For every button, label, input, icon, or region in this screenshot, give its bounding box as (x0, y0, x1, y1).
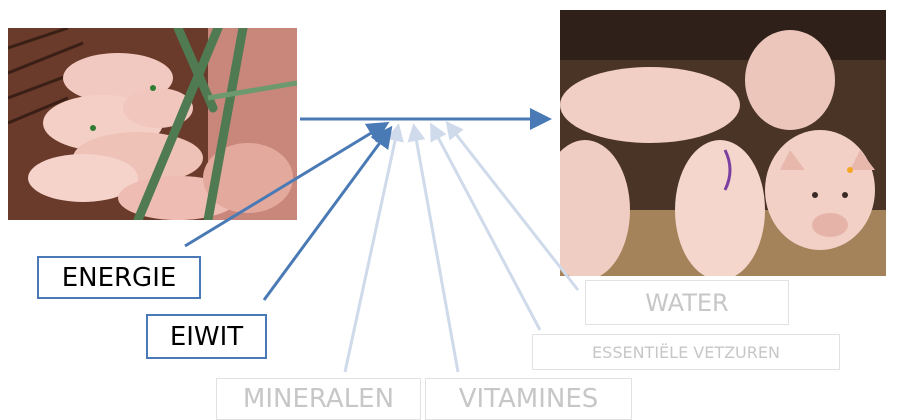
piglets-photo (8, 28, 297, 220)
essentiele-vetzuren-text: ESSENTIËLE VETZUREN (592, 343, 780, 362)
arrow-vetzuren (432, 126, 540, 330)
label-eiwit: EIWIT (146, 314, 267, 359)
pigs-photo (560, 10, 886, 276)
mineralen-text: MINERALEN (243, 384, 394, 414)
label-mineralen: MINERALEN (216, 378, 421, 420)
vitamines-text: VITAMINES (459, 384, 599, 414)
label-water: WATER (585, 280, 789, 325)
label-vitamines: VITAMINES (425, 378, 632, 420)
arrow-mineralen (345, 127, 398, 372)
label-essentiele-vetzuren: ESSENTIËLE VETZUREN (532, 334, 840, 370)
energie-text: ENERGIE (62, 263, 177, 293)
eiwit-text: EIWIT (170, 322, 243, 352)
label-energie: ENERGIE (37, 256, 201, 299)
water-text: WATER (645, 289, 728, 317)
arrow-water (448, 124, 578, 290)
arrow-vitamines (414, 127, 458, 372)
